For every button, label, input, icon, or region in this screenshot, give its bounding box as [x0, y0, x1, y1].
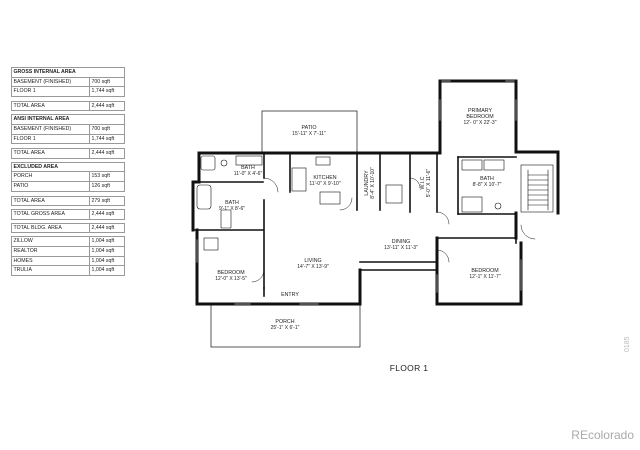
porch-label: PORCH	[275, 319, 294, 325]
primary-bedroom-label: PRIMARY	[468, 108, 493, 114]
floor-label: FLOOR 1	[390, 363, 428, 373]
watermark-text: REcolorado	[571, 428, 634, 442]
windows	[196, 80, 522, 305]
fixtures	[196, 155, 505, 251]
bath-right-dims: 8'-8" X 10'-7"	[473, 182, 502, 188]
dining-dims: 13'-11" X 11'-3"	[384, 245, 418, 251]
bath-right-label: BATH	[480, 176, 494, 182]
laundry-label: LAUNDRY	[364, 170, 370, 196]
patio-label: PATIO	[301, 125, 316, 131]
bedroom-right-label: BEDROOM	[471, 268, 498, 274]
primary-bedroom-label-2: BEDROOM	[466, 114, 493, 120]
living-dims: 14'-7" X 13'-9"	[297, 264, 329, 270]
bedroom-left-dims: 12'-0" X 13'-5"	[215, 276, 247, 282]
living-label: LIVING	[304, 258, 321, 264]
area-total-value: 2,444 sqft	[89, 148, 125, 159]
bath-top-label: BATH	[241, 165, 255, 171]
dining-label: DINING	[392, 239, 411, 245]
bath-top-dims: 11'-0" X 4'-6"	[234, 171, 263, 177]
stairs	[520, 164, 554, 213]
area-total-value: 279 sqft	[89, 195, 125, 207]
area-row-value: 1,004 sqft	[89, 265, 125, 276]
bath-left-label: BATH	[225, 200, 239, 206]
kitchen-dims: 11'-0" X 9'-10"	[309, 181, 340, 187]
entry-label: ENTRY	[281, 292, 299, 298]
bedroom-left-label: BEDROOM	[217, 270, 244, 276]
kitchen-label: KITCHEN	[313, 175, 336, 181]
area-row-value: 2,444 sqft	[89, 209, 125, 220]
bath-left-dims: 9'-1" X 8'-6"	[219, 206, 245, 212]
side-code: 0185	[624, 336, 631, 352]
porch-dims: 25'-1" X 6'-1"	[271, 325, 300, 331]
primary-bedroom-dims: 12'- 0" X 22'-3"	[464, 120, 497, 126]
bedroom-right-dims: 12'-1" X 11'-7"	[469, 274, 500, 280]
wic-label: W.I.C	[420, 176, 426, 189]
interior-walls	[192, 152, 517, 297]
room-labels: PATIO 15'-11" X 7'-11" PRIMARY BEDROOM 1…	[215, 108, 501, 373]
area-row-value: 2,444 sqft	[89, 222, 125, 234]
laundry-dims: 8'-4" X 10'-10"	[370, 167, 376, 199]
door-swings	[251, 177, 536, 283]
area-total-value: 2,444 sqft	[89, 100, 125, 112]
patio-dims: 15'-11" X 7'-11"	[292, 131, 326, 137]
wic-dims: 5'-0" X 11'-6"	[426, 169, 432, 198]
exterior-walls	[191, 79, 560, 306]
